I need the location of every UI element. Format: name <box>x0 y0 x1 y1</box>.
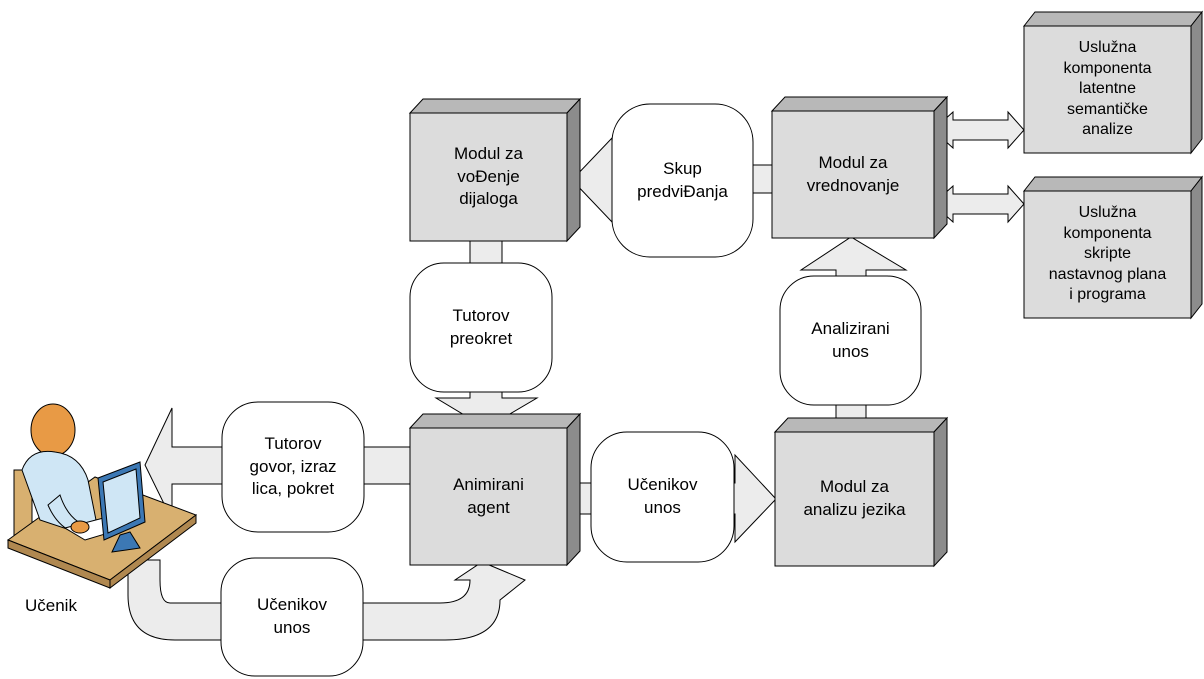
curriculum-component-label: Uslužna komponenta skripte nastavnog pla… <box>1048 204 1167 304</box>
dialog-module-box <box>408 97 582 243</box>
student-label: Učenik <box>25 596 77 615</box>
tutor-speech-label: Tutorov govor, izraz lica, pokret <box>249 433 337 499</box>
tutor-turn-label: Tutorov preokret <box>449 305 513 348</box>
predictions-label: Skup predviĐanja <box>637 158 728 201</box>
student-at-computer-icon <box>6 403 198 590</box>
bubble-predictions <box>611 103 754 258</box>
analyzed-input-label: Analizirani unos <box>811 318 890 361</box>
bubble-student-input-mid <box>590 431 735 563</box>
dialog-module-label: Modul za voĐenje dijaloga <box>454 143 523 209</box>
student-input-bottom-label: Učenikov unos <box>257 595 327 637</box>
bubble-tutor-speech <box>221 401 365 533</box>
bubble-analyzed-input <box>779 275 922 406</box>
evaluation-module-box <box>770 95 949 240</box>
lsa-component-label: Uslužna komponenta latentne semantičke a… <box>1063 39 1152 139</box>
evaluation-module-label: Modul za vrednovanje <box>806 152 900 195</box>
student-input-mid-label: Učenikov unos <box>627 475 698 517</box>
language-module-label: Modul za analizu jezika <box>803 477 906 519</box>
lsa-component-box <box>1022 10 1204 155</box>
bubble-student-input-bottom <box>220 557 364 677</box>
agent-module-box <box>408 412 582 567</box>
bubble-tutor-turn <box>409 262 553 393</box>
language-module-box <box>773 416 949 568</box>
agent-module-label: Animirani agent <box>453 474 524 517</box>
curriculum-component-box <box>1022 175 1204 320</box>
